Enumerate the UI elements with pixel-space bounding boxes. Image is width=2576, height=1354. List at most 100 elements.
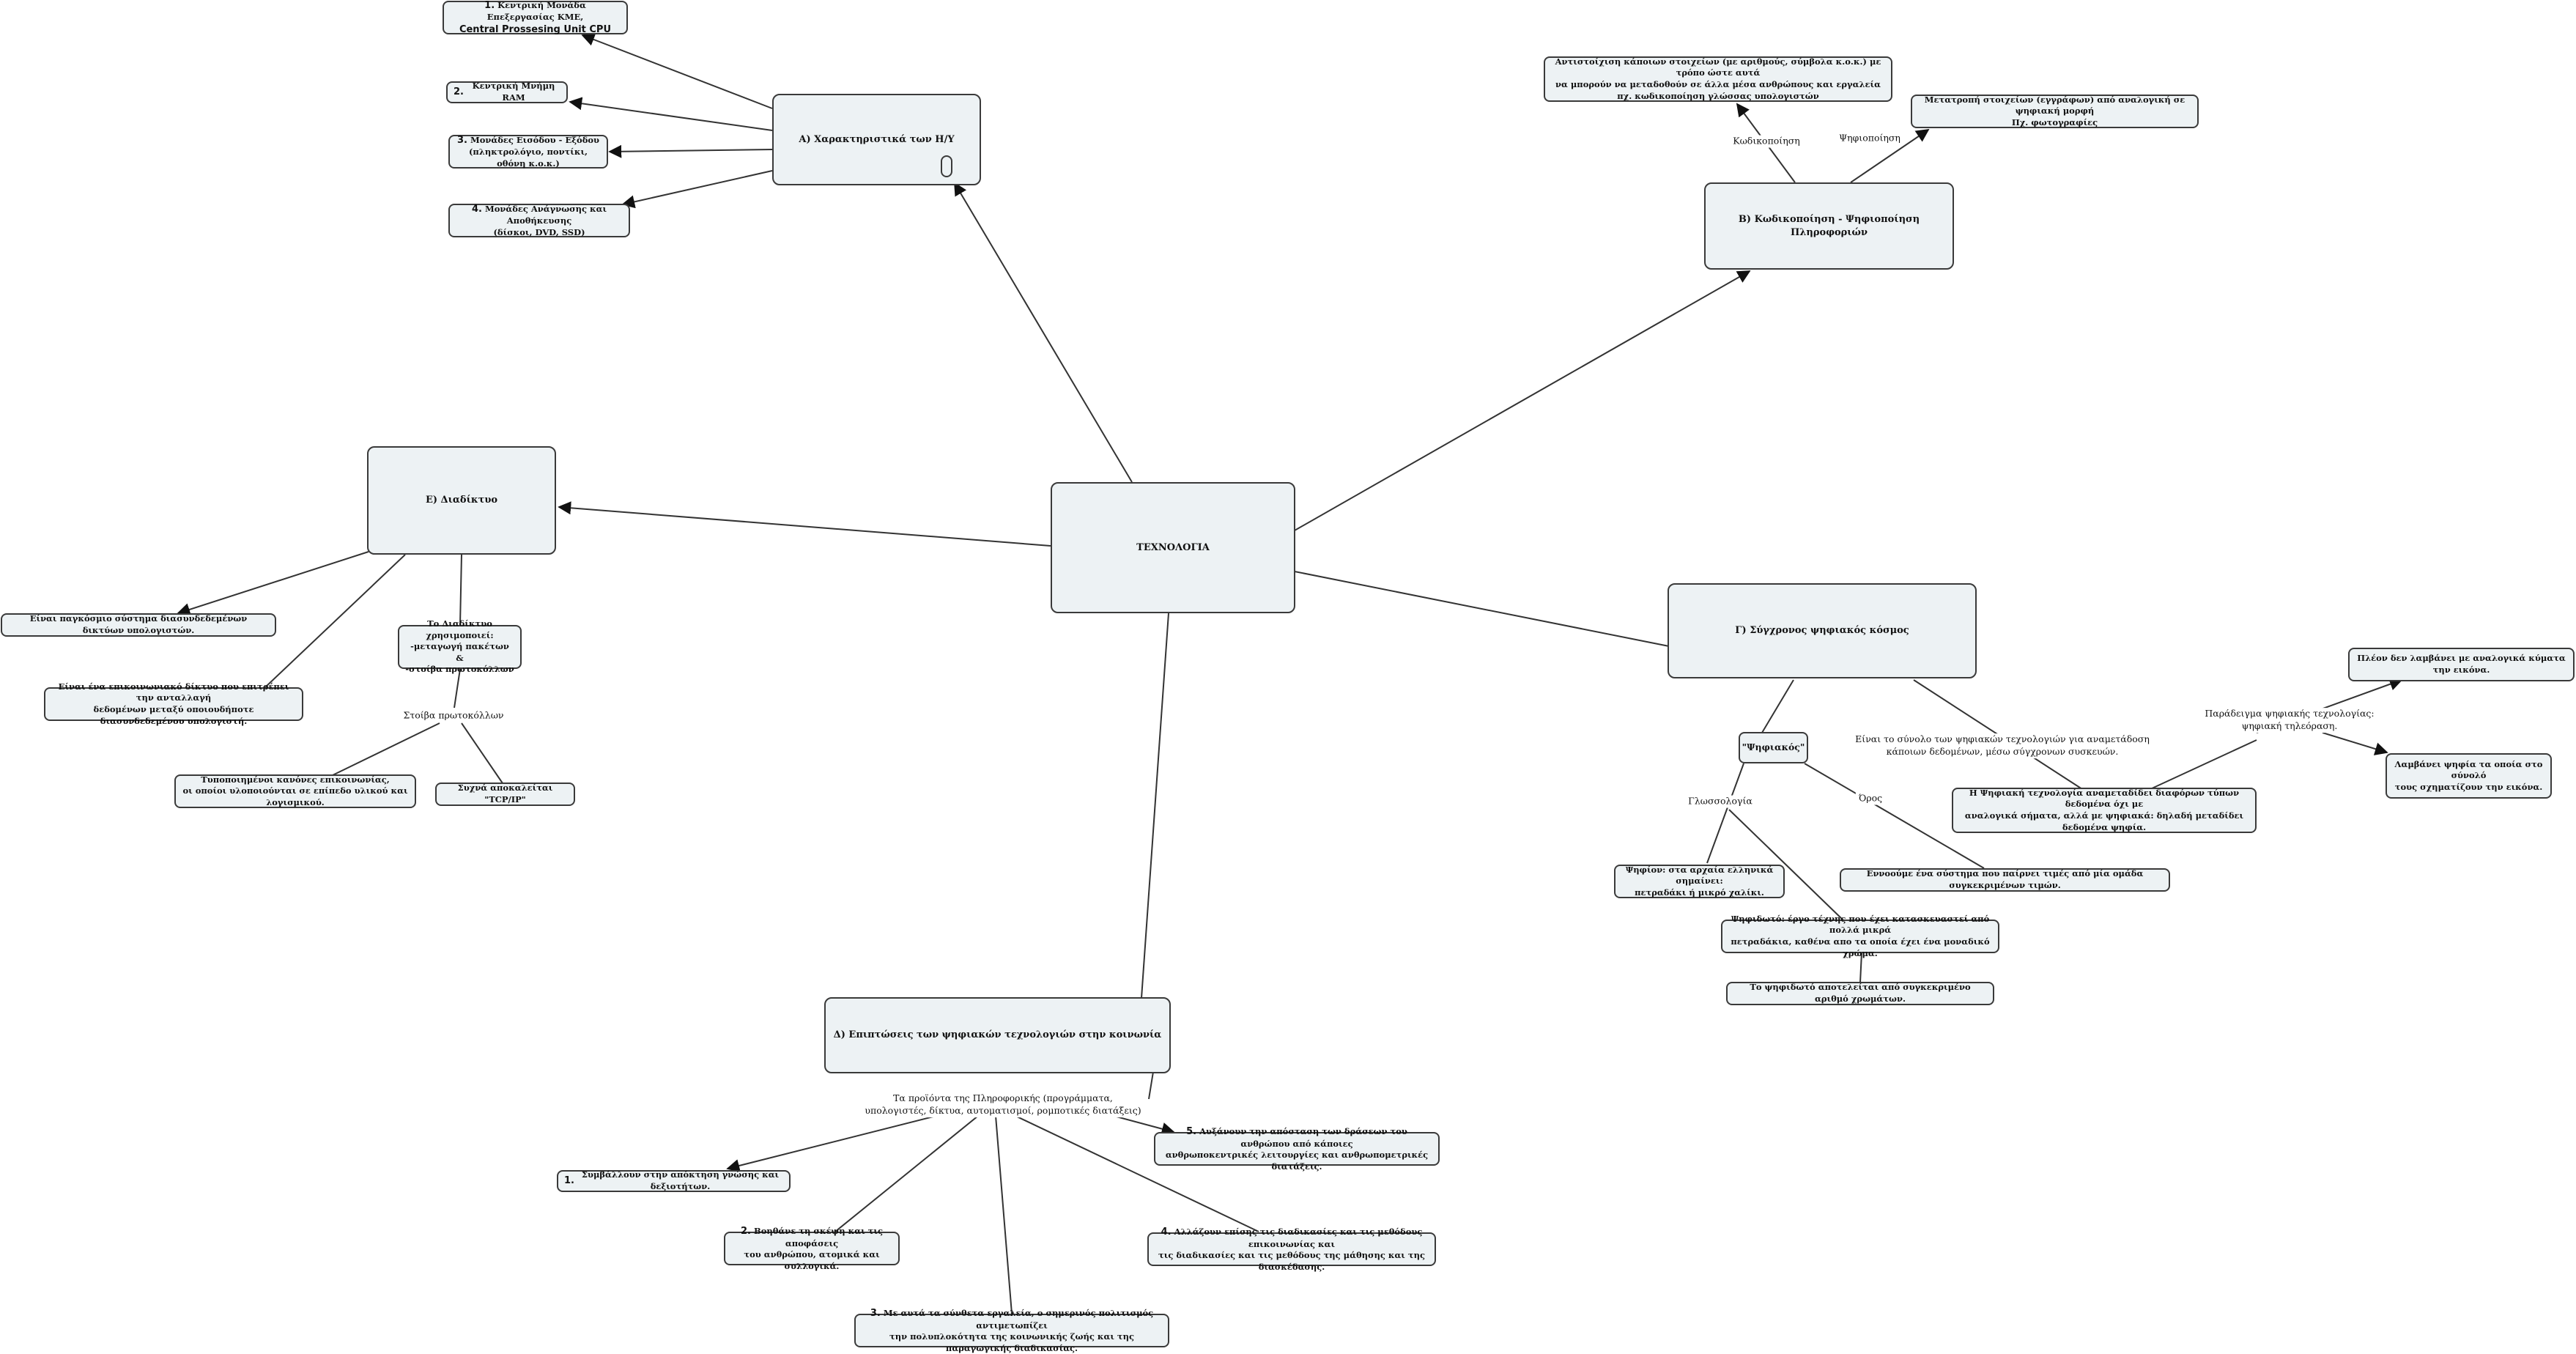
b-psif-line-1: Μετατροπή στοιχείων (εγγράφων) από αναλο… [1924, 94, 2185, 116]
edge-d-4 [1015, 1115, 1259, 1232]
c-psifidoto-line-1: Ψηφιδωτό: έργο τέχνης που έχει κατασκευα… [1731, 913, 1990, 936]
a-item-1[interactable]: 1. Κεντρική Μονάδα Επεξεργασίας ΚΜΕ, Cen… [443, 0, 628, 35]
a-item-4-text: Μονάδες Ανάγνωσης και Αποθήκευσης [484, 203, 607, 226]
edge-d-main [1148, 1071, 1154, 1100]
c-oros-leaf[interactable]: Εννοούμε ένα σύστημα που παίρνει τιμές α… [1840, 868, 2170, 892]
edge-a-4 [621, 170, 773, 209]
edge-a-1 [581, 33, 773, 109]
c-ex-leaf-2-line-1: Λαμβάνει ψηφία τα οποία στο σύνολό [2394, 758, 2543, 781]
center-node[interactable]: ΤΕΧΝΟΛΟΓΙΑ [1051, 482, 1295, 613]
d-item-3-line-1: Με αυτά τα σύνθετα εργαλεία, ο σημερινός… [883, 1307, 1154, 1331]
a-item-2-text: Κεντρική Μνήμη RAM [472, 81, 555, 103]
e-leaf-2-line-1: Είναι ένα επικοινωνιακό δίκτυο που επιτρ… [58, 681, 289, 703]
a-item-3-text: Μονάδες Εισόδου - Εξόδου [470, 134, 600, 145]
d-item-4-num: 4. [1161, 1226, 1172, 1238]
a-item-2[interactable]: 2. Κεντρική Μνήμη RAM [446, 81, 568, 103]
d-item-4[interactable]: 4. Αλλάζουν επίσης τις διαδικασίες και τ… [1147, 1227, 1436, 1272]
edge-a-2 [569, 97, 773, 131]
c-edge-gloss-label: Γλωσσολογία [1685, 795, 1755, 808]
edge-d-2 [834, 1115, 979, 1232]
c-ex-leaf-1[interactable]: Πλέον δεν λαμβάνει με αναλογικά κύματα τ… [2348, 648, 2575, 681]
branch-d-node[interactable]: Δ) Επιπτώσεις των ψηφιακών τεχνολογιών σ… [824, 997, 1171, 1073]
d-item-1-text: Συμβάλλουν στην απόκτηση γνώσης και δεξι… [581, 1169, 780, 1191]
d-item-4-line-2: τις διαδικασίες και τις μεθόδους της μάθ… [1158, 1250, 1425, 1272]
c-psifidoto-line-2: πετραδάκια, καθένα απο τα οποία έχει ένα… [1731, 936, 1990, 958]
e-leaf-2[interactable]: Είναι ένα επικοινωνιακό δίκτυο που επιτρ… [44, 681, 303, 726]
c-ex-leaf-2[interactable]: Λαμβάνει ψηφία τα οποία στο σύνολό τους … [2386, 753, 2552, 799]
a-item-4-num: 4. [471, 203, 482, 215]
c-psifidoto-sub-leaf[interactable]: Το ψηφιδωτό αποτελείται από συγκεκριμένο… [1726, 982, 1994, 1005]
b-edge-psif-label: Ψηφιοποίηση [1836, 132, 1903, 145]
edge-center-e [558, 501, 1051, 547]
e-uses-line-2: -μεταγωγή πακέτων & [410, 641, 509, 663]
e-proto-leaf[interactable]: Τυποποιημένοι κανόνες επικοινωνίας, οι ο… [174, 774, 416, 808]
c-psifiakos-node[interactable]: "Ψηφιακός" [1739, 732, 1808, 763]
c-gloss-leaf[interactable]: Ψηφίον: στα αρχαία ελληνικά σημαίνει: πε… [1614, 865, 1785, 898]
c-ex-leaf-2-line-2: τους σχηματίζουν την εικόνα. [2394, 781, 2543, 792]
d-item-5-num: 5. [1186, 1125, 1197, 1137]
d-item-2-line-1: Βοηθάνε τη σκέψη και τις αποφάσεις [754, 1225, 883, 1248]
c-tech-line-2: αναλογικά σήματα, αλλά με ψηφιακά: δηλαδ… [1964, 810, 2244, 832]
edge-e-1 [177, 551, 369, 616]
b-psif-leaf[interactable]: Μετατροπή στοιχείων (εγγράφων) από αναλο… [1911, 95, 2199, 128]
c-edge-ex-label: Παράδειγμα ψηφιακής τεχνολογίας: ψηφιακή… [2202, 708, 2377, 733]
c-edge-ex-line-2: ψηφιακή τηλεόραση. [2241, 720, 2338, 731]
d-item-5-line-1: Αυξάνουν την απόσταση των δράσεων του αν… [1199, 1125, 1407, 1149]
b-kod-leaf[interactable]: Αντιστοίχιση κάποιων στοιχείων (με αριθμ… [1544, 56, 1892, 102]
edge-ex-2 [2322, 732, 2388, 755]
d-item-2[interactable]: 2. Βοηθάνε τη σκέψη και τις αποφάσεις το… [724, 1226, 900, 1271]
c-psifidoto-leaf[interactable]: Ψηφιδωτό: έργο τέχνης που έχει κατασκευα… [1721, 914, 1999, 958]
c-gloss-line-1: Ψηφίον: στα αρχαία ελληνικά σημαίνει: [1625, 864, 1774, 887]
edge-center-b [1294, 270, 1751, 531]
d-item-3-num: 3. [870, 1307, 881, 1319]
d-item-3-line-2: την πολυπλοκότητα της κοινωνικής ζωής κα… [889, 1331, 1135, 1353]
d-edge-line-1: Τα προϊόντα της Πληροφορικής (προγράμματ… [893, 1092, 1113, 1104]
b-kod-line-1: Αντιστοίχιση κάποιων στοιχείων (με αριθμ… [1555, 56, 1881, 78]
e-tcp-leaf[interactable]: Συχνά αποκαλείται "TCP/IP" [435, 783, 575, 806]
d-item-2-num: 2. [741, 1225, 751, 1237]
e-proto-line-2: οι οποίοι υλοποιούνται σε επίπεδο υλικού… [182, 785, 408, 807]
c-edge-ex-line-1: Παράδειγμα ψηφιακής τεχνολογίας: [2205, 708, 2375, 719]
a-item-1-text2: Central Prossesing Unit CPU [459, 23, 612, 35]
c-gloss-line-2: πετραδάκι ή μικρό χαλίκι. [1635, 887, 1764, 898]
a-item-1-text: Κεντρική Μονάδα Επεξεργασίας ΚΜΕ, [486, 0, 586, 23]
e-edge-stack-label: Στοίβα πρωτοκόλλων [400, 709, 507, 722]
d-item-3[interactable]: 3. Με αυτά τα σύνθετα εργαλεία, ο σημερι… [854, 1308, 1169, 1353]
edge-psifiakos-gloss [1706, 763, 1744, 864]
e-uses-node[interactable]: Το Διαδίκτυο χρησιμοποιεί: -μεταγωγή πακ… [398, 618, 522, 674]
d-edge-label: Τα προϊόντα της Πληροφορικής (προγράμματ… [862, 1092, 1144, 1117]
edge-center-c [1294, 571, 1670, 647]
a-item-3-num: 3. [456, 134, 467, 146]
edge-uses-stack [454, 668, 461, 709]
c-edge-oros-label: Όρος [1855, 792, 1886, 805]
d-edge-line-2: υπολογιστές, δίκτυα, αυτοματισμοί, ρομπο… [865, 1105, 1141, 1116]
a-item-4[interactable]: 4. Μονάδες Ανάγνωσης και Αποθήκευσης (δί… [448, 204, 630, 237]
c-edge-syn-line-1: Είναι το σύνολο των ψηφιακών τεχνολογιών… [1855, 733, 2150, 745]
a-item-3[interactable]: 3. Μονάδες Εισόδου - Εξόδου (πληκτρολόγι… [448, 135, 608, 169]
edge-psifiakos-oros [1804, 763, 1985, 869]
edge-d-5 [1113, 1115, 1175, 1136]
e-leaf-2-line-2: δεδομένων μεταξύ οποιουδήποτε διασυνδεδε… [93, 704, 254, 726]
edge-stack-proto [332, 722, 440, 776]
edge-center-a [954, 182, 1133, 483]
edge-e-uses [459, 554, 462, 626]
d-item-1[interactable]: 1. Συμβάλλουν στην απόκτηση γνώσης και δ… [557, 1169, 791, 1192]
e-uses-line-3: -στοίβα πρωτοκόλλων [405, 664, 514, 675]
a-item-3-text2: (πληκτρολόγιο, ποντίκι, οθόνη κ.ο.κ.) [468, 147, 588, 169]
e-leaf-1[interactable]: Είναι παγκόσμιο σύστημα διασυνδεδεμένων … [1, 613, 276, 637]
c-edge-syn-line-2: κάποιων δεδομένων, μέσω σύγχρονων συσκευ… [1886, 746, 2119, 757]
c-tech-leaf[interactable]: Η Ψηφιακή τεχνολογία αναμεταδίδει διαφόρ… [1952, 788, 2257, 833]
branch-e-node[interactable]: Ε) Διαδίκτυο [367, 446, 556, 555]
branch-c-node[interactable]: Γ) Σύγχρονος ψηφιακός κόσμος [1668, 583, 1977, 678]
e-proto-line-1: Τυποποιημένοι κανόνες επικοινωνίας, [201, 774, 390, 785]
branch-b-node[interactable]: Β) Κωδικοποίηση - Ψηφιοποίηση Πληροφοριώ… [1704, 182, 1954, 270]
edge-psifidoto-sub [1859, 952, 1862, 983]
b-kod-line-2: να μπορούν να μεταδοθούν σε άλλα μέσα αν… [1555, 79, 1881, 89]
edge-center-d [1141, 613, 1169, 999]
d-item-5-line-2: ανθρωποκεντρικές λειτουργίες και ανθρωπο… [1165, 1150, 1429, 1172]
d-item-5[interactable]: 5. Αυξάνουν την απόσταση των δράσεων του… [1154, 1126, 1440, 1172]
b-kod-line-3: πχ. κωδικοποίηση γλώσσας υπολογιστών [1617, 90, 1819, 101]
collapse-toggle[interactable] [941, 155, 952, 177]
edge-d-3 [995, 1115, 1013, 1314]
d-item-4-line-1: Αλλάζουν επίσης τις διαδικασίες και τις … [1174, 1226, 1423, 1249]
